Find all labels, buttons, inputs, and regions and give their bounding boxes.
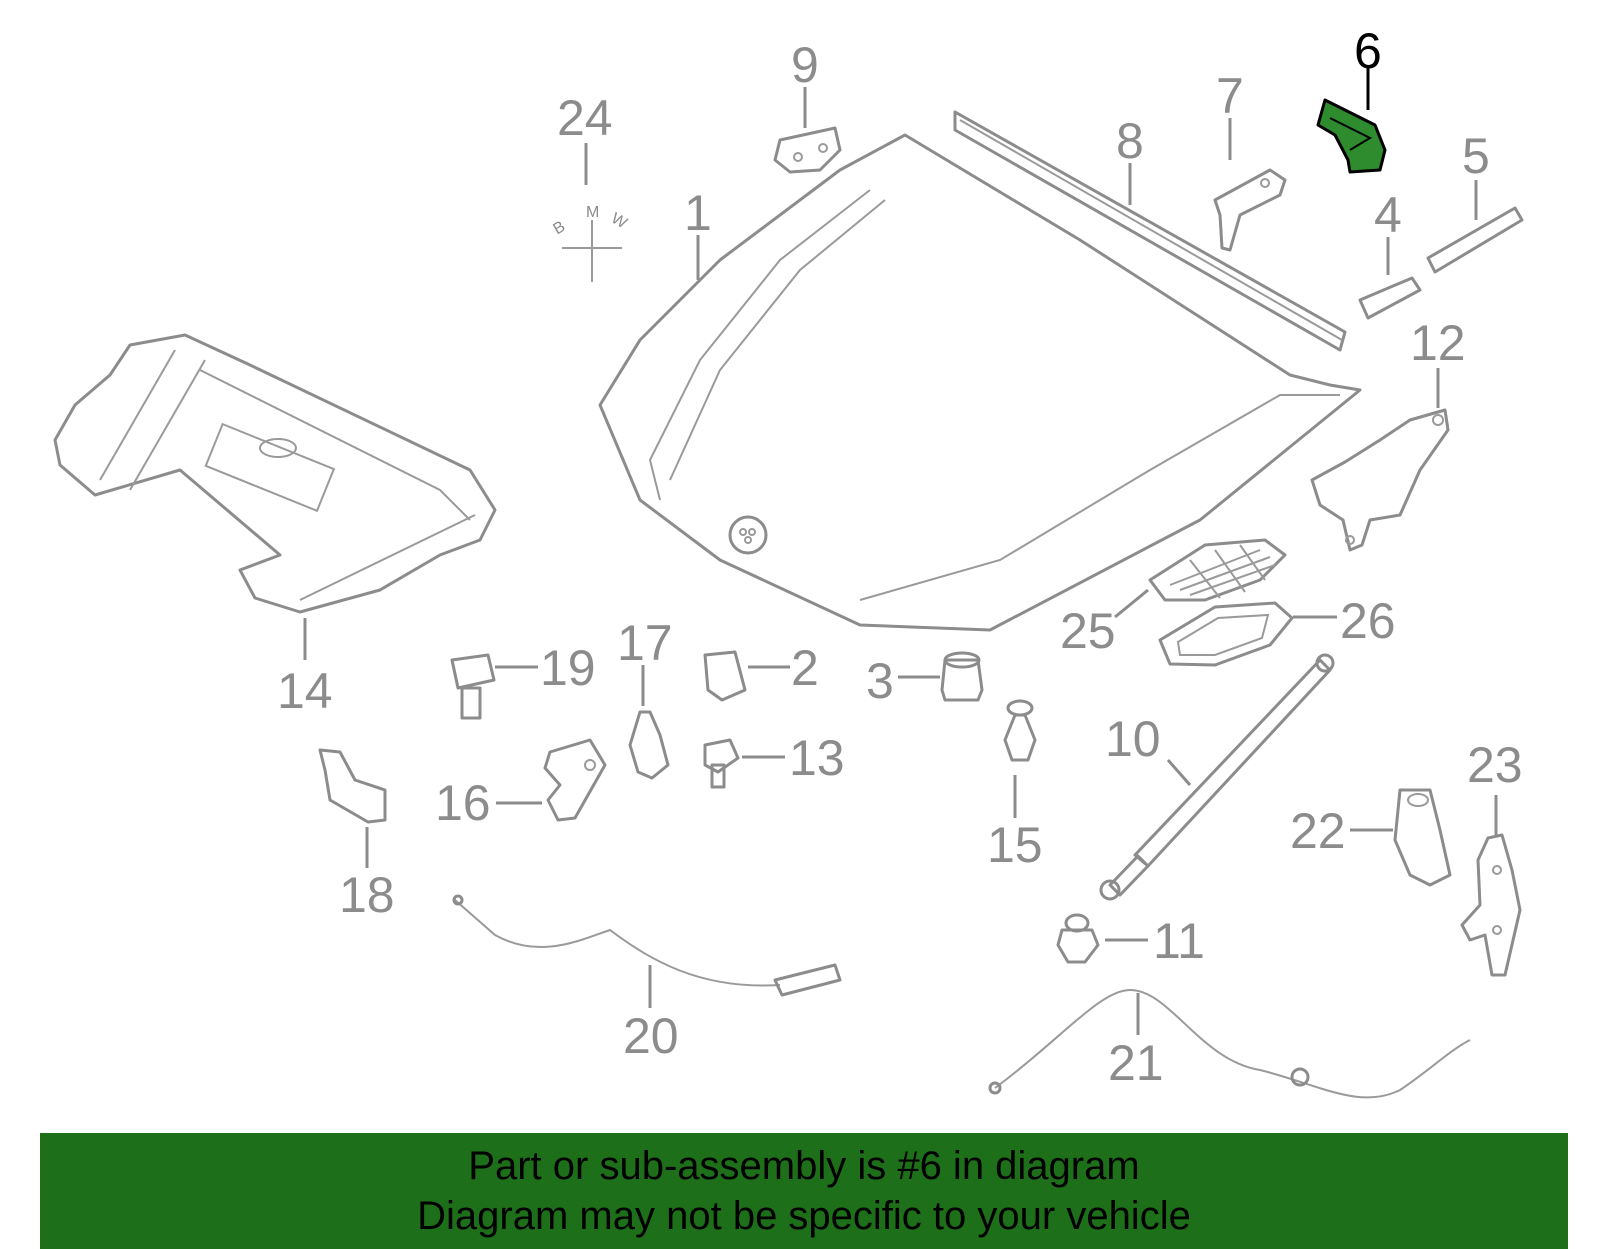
callout-16: 16 (435, 775, 491, 831)
part-bracket-18[interactable] (318, 748, 387, 824)
part-gasket-26[interactable] (1158, 601, 1294, 667)
part-support-22[interactable] (1393, 788, 1452, 887)
part-cable-21[interactable] (988, 988, 1471, 1099)
callout-25: 25 (1060, 603, 1116, 659)
callout-11: 11 (1153, 913, 1205, 969)
callout-15: 15 (987, 817, 1043, 873)
part-emblem[interactable]: B M W (550, 204, 630, 282)
part-gas-strut-10[interactable] (1099, 653, 1335, 901)
part-trim-4[interactable] (1358, 276, 1422, 320)
banner-line-1: Part or sub-assembly is #6 in diagram (468, 1144, 1140, 1188)
callout-26: 26 (1340, 593, 1396, 649)
callout-14: 14 (277, 663, 333, 719)
emblem-letter-b: B (550, 218, 568, 238)
callout-19: 19 (540, 640, 596, 696)
callout-20: 20 (623, 1008, 679, 1064)
part-clip-2[interactable] (703, 650, 747, 702)
callout-9: 9 (791, 37, 819, 93)
callout-5: 5 (1462, 128, 1490, 184)
callout-labels: 1 2 3 4 5 6 7 8 9 10 11 12 13 14 15 16 1… (277, 23, 1523, 1091)
part-latch-17[interactable] (628, 710, 670, 780)
diagram-canvas: B M W (53, 23, 1524, 1099)
part-seal-strip[interactable] (953, 110, 1347, 352)
callout-21: 21 (1108, 1035, 1164, 1091)
callout-3: 3 (866, 653, 894, 709)
part-bumper-3[interactable] (940, 651, 984, 702)
emblem-letter-m: M (586, 204, 599, 221)
callout-13: 13 (789, 730, 845, 786)
part-hood[interactable] (598, 133, 1362, 632)
callout-8: 8 (1116, 113, 1144, 169)
banner-line-2: Diagram may not be specific to your vehi… (417, 1194, 1191, 1238)
part-grille-25[interactable] (1148, 538, 1287, 602)
part-hinge-12[interactable] (1310, 408, 1450, 552)
callout-24: 24 (557, 90, 613, 146)
part-trim-5[interactable] (1426, 206, 1524, 274)
part-nut-11[interactable] (1056, 913, 1100, 964)
part-insulation-pad[interactable] (53, 333, 497, 614)
callout-22: 22 (1290, 803, 1346, 859)
part-cable-20[interactable] (452, 894, 842, 997)
callout-7: 7 (1216, 68, 1244, 124)
info-banner: Part or sub-assembly is #6 in diagram Di… (40, 1133, 1568, 1249)
callout-12: 12 (1410, 315, 1466, 371)
part-fastener-13[interactable] (703, 738, 740, 789)
emblem-letter-w: W (608, 210, 630, 233)
callout-23: 23 (1467, 737, 1523, 793)
callout-6: 6 (1354, 23, 1382, 79)
callout-4: 4 (1374, 187, 1402, 243)
part-bolt-19[interactable] (450, 653, 496, 720)
part-rivet-15[interactable] (1003, 699, 1037, 762)
callout-10: 10 (1105, 711, 1161, 767)
leader-lines (303, 68, 1498, 1035)
part-bracket-7[interactable] (1213, 168, 1287, 252)
callout-2: 2 (791, 640, 819, 696)
part-6-highlighted[interactable] (1316, 98, 1387, 174)
part-hinge-arm-23[interactable] (1460, 833, 1522, 977)
part-lock-16[interactable] (543, 738, 607, 822)
callout-18: 18 (339, 867, 395, 923)
callout-1: 1 (684, 185, 712, 241)
part-bracket-9[interactable] (773, 126, 842, 174)
callout-17: 17 (617, 615, 673, 671)
